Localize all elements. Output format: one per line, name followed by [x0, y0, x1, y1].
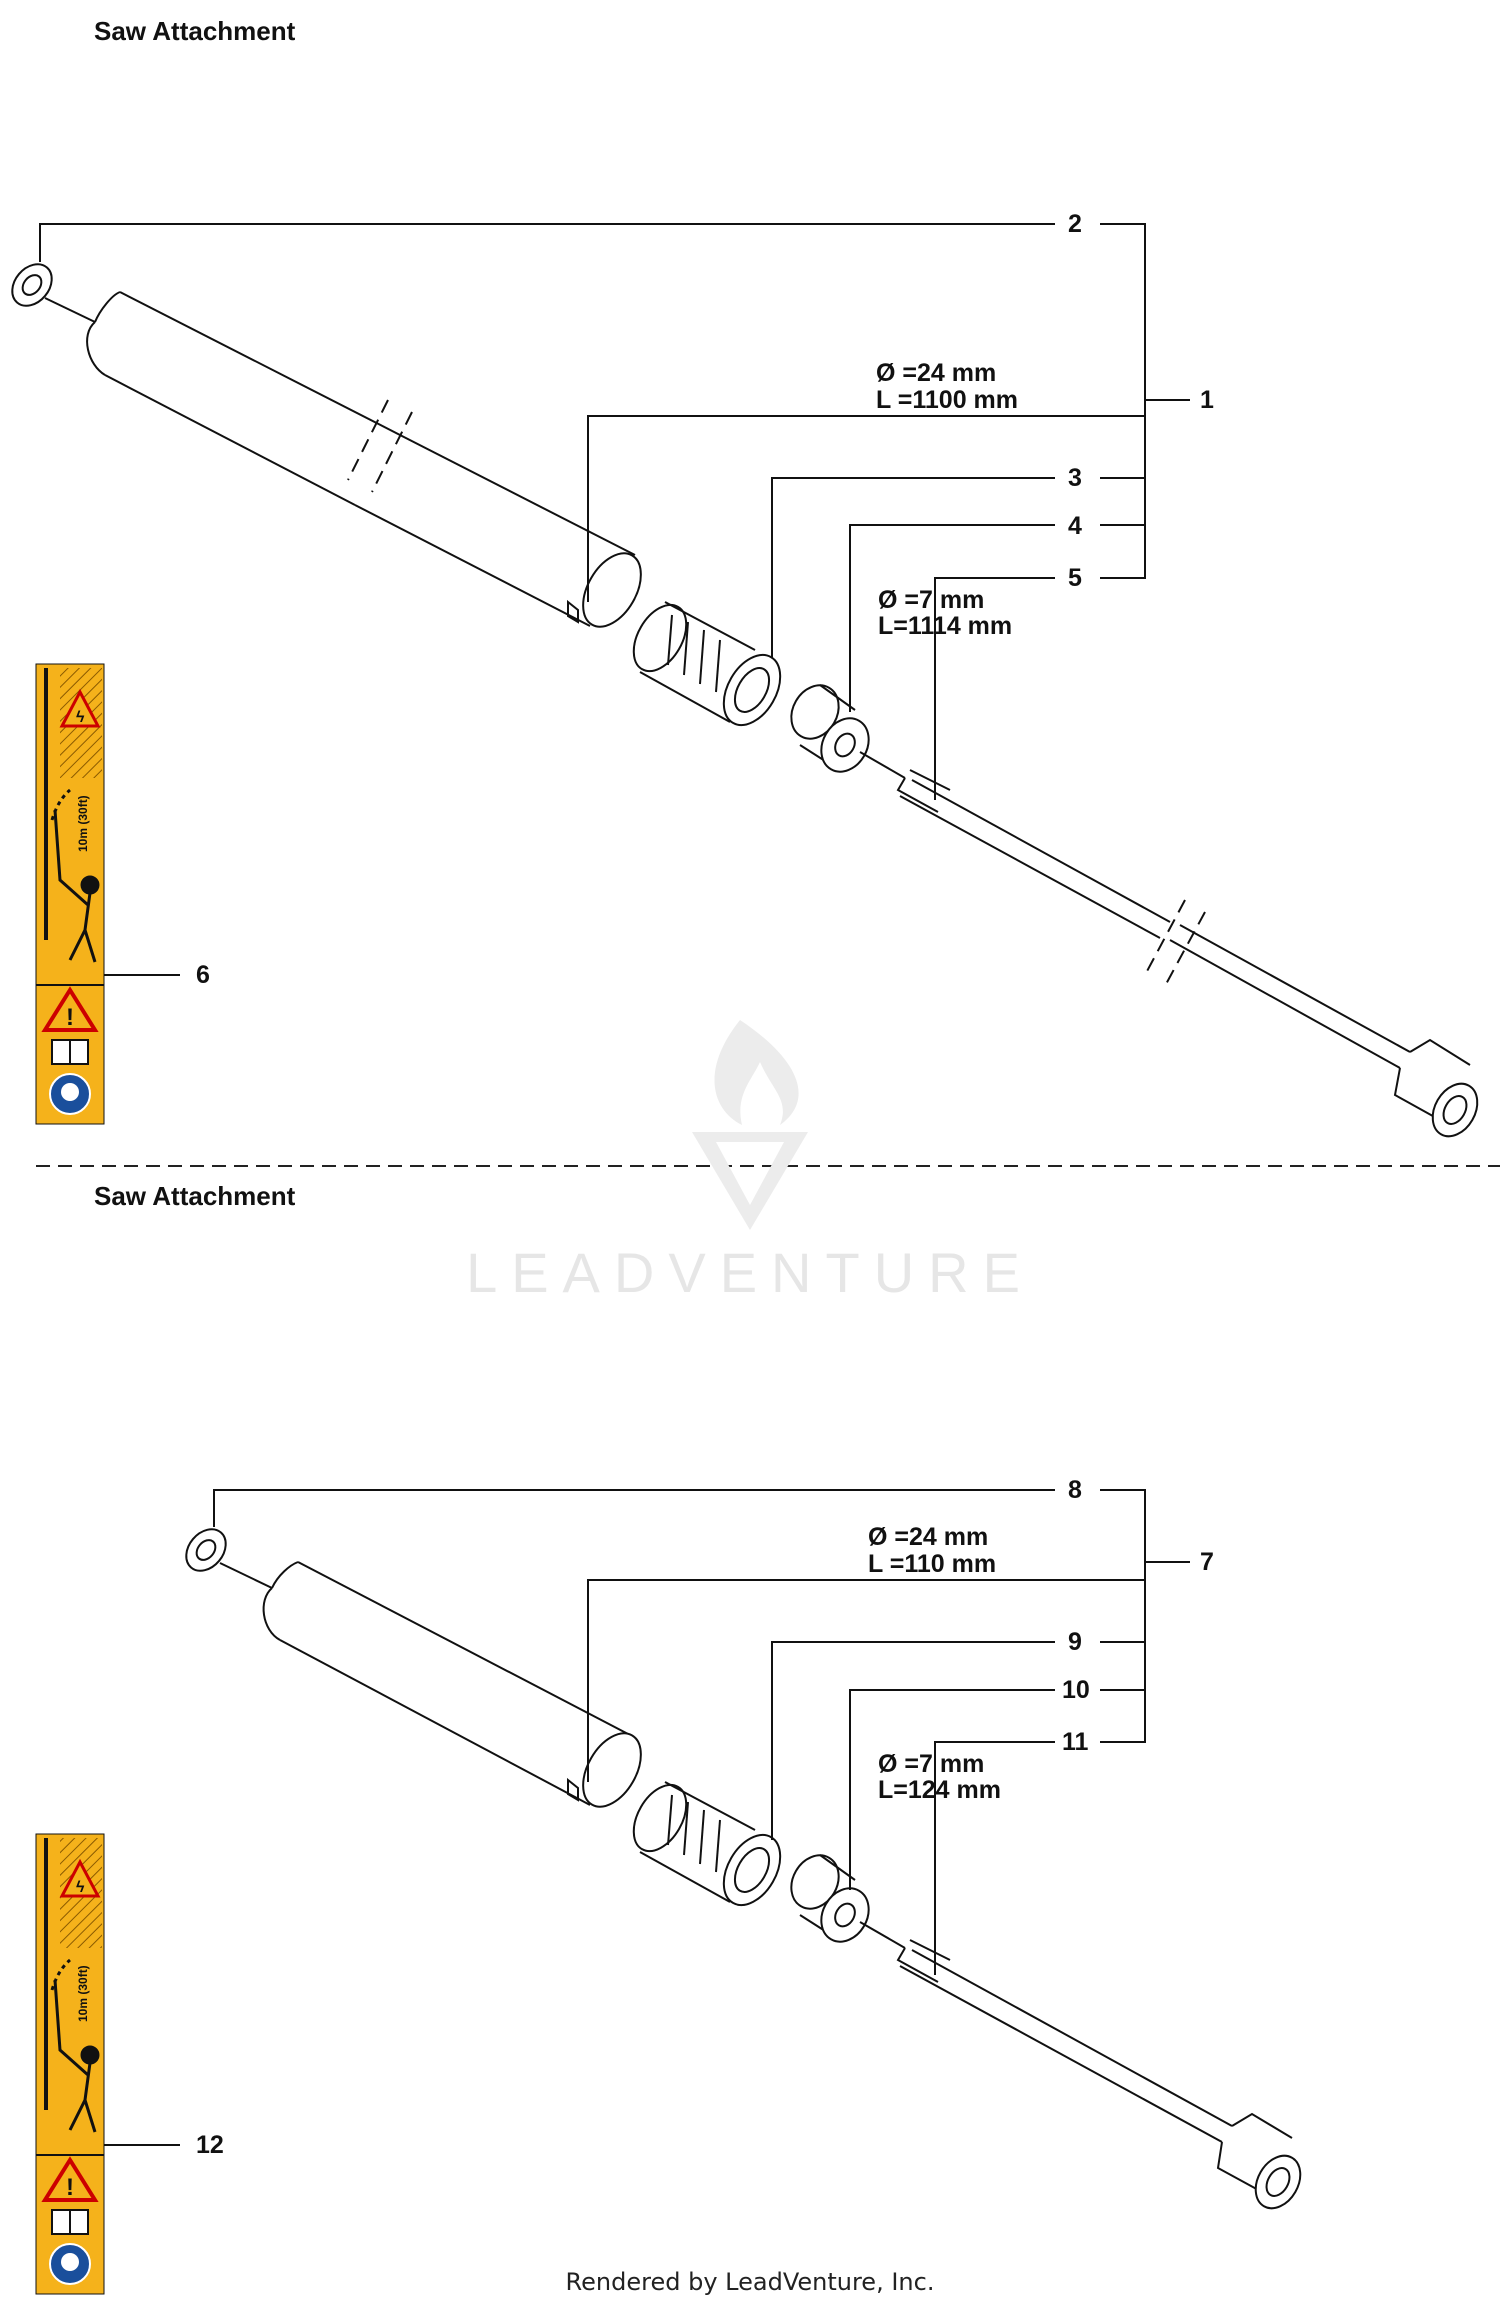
callout-5: 5 — [1068, 564, 1082, 592]
callout-2: 2 — [1068, 210, 1082, 238]
distance-label: 10m (30ft) — [76, 795, 90, 852]
nut-part-10 — [790, 1854, 870, 1943]
callout-6: 6 — [196, 961, 210, 989]
callout-8: 8 — [1068, 1476, 1082, 1504]
svg-text:!: ! — [66, 1004, 74, 1031]
section-1-drawing — [11, 223, 1479, 1138]
warning-triangle-icon — [41, 986, 99, 1032]
tube-length-spec: L =1100 mm — [876, 386, 1018, 414]
svg-text:ϟ: ϟ — [76, 709, 85, 726]
washer-part-2 — [11, 263, 53, 307]
distance-label: 10m (30ft) — [76, 1965, 90, 2022]
callout-10: 10 — [1062, 1676, 1090, 1704]
electric-hazard-icon — [59, 688, 101, 728]
callout-4: 4 — [1068, 512, 1082, 540]
short-tube-length-spec: L =110 mm — [868, 1550, 996, 1578]
electric-hazard-icon — [59, 1858, 101, 1898]
svg-text:!: ! — [66, 2174, 74, 2201]
callout-3: 3 — [1068, 464, 1082, 492]
short-tube-part — [262, 1561, 642, 1808]
svg-text:ϟ: ϟ — [76, 1879, 85, 1896]
nut-part-4 — [790, 684, 870, 773]
watermark-logo — [692, 1020, 808, 1230]
section-2-title: Saw Attachment — [94, 1181, 296, 1211]
section-1-title: Saw Attachment — [94, 16, 296, 46]
operator-figure-icon — [50, 1958, 100, 2133]
shaft-diameter-spec: Ø =7 mm — [878, 586, 984, 614]
short-shaft-part-11 — [859, 1921, 1302, 2210]
callout-1: 1 — [1200, 386, 1214, 414]
callout-12: 12 — [196, 2131, 224, 2159]
shaft-length-spec: L=1114 mm — [878, 612, 1012, 640]
warning-triangle-icon — [41, 2156, 99, 2202]
short-shaft-diameter-spec: Ø =7 mm — [878, 1750, 984, 1778]
shaft-part-5 — [859, 751, 1479, 1138]
tube-part — [86, 291, 642, 628]
watermark-text: LEADVENTURE — [466, 1241, 1034, 1304]
footer-credit: Rendered by LeadVenture, Inc. — [565, 2268, 935, 2296]
short-shaft-length-spec: L=124 mm — [878, 1776, 1001, 1804]
coupling-part-3 — [632, 601, 782, 727]
warning-label-part-12: ϟ 10m (30ft) ! — [35, 1833, 105, 2295]
coupling-part-9 — [632, 1781, 782, 1907]
operator-figure-icon — [50, 788, 100, 963]
warning-label-part-6: ϟ 10m (30ft) ! — [35, 663, 105, 1125]
washer-part-8 — [185, 1528, 227, 1572]
callout-9: 9 — [1068, 1628, 1082, 1656]
short-tube-diameter-spec: Ø =24 mm — [868, 1523, 988, 1551]
tube-diameter-spec: Ø =24 mm — [876, 359, 996, 387]
callout-11: 11 — [1062, 1728, 1089, 1756]
callout-7: 7 — [1200, 1548, 1214, 1576]
section-2-drawing — [36, 1489, 1302, 2210]
